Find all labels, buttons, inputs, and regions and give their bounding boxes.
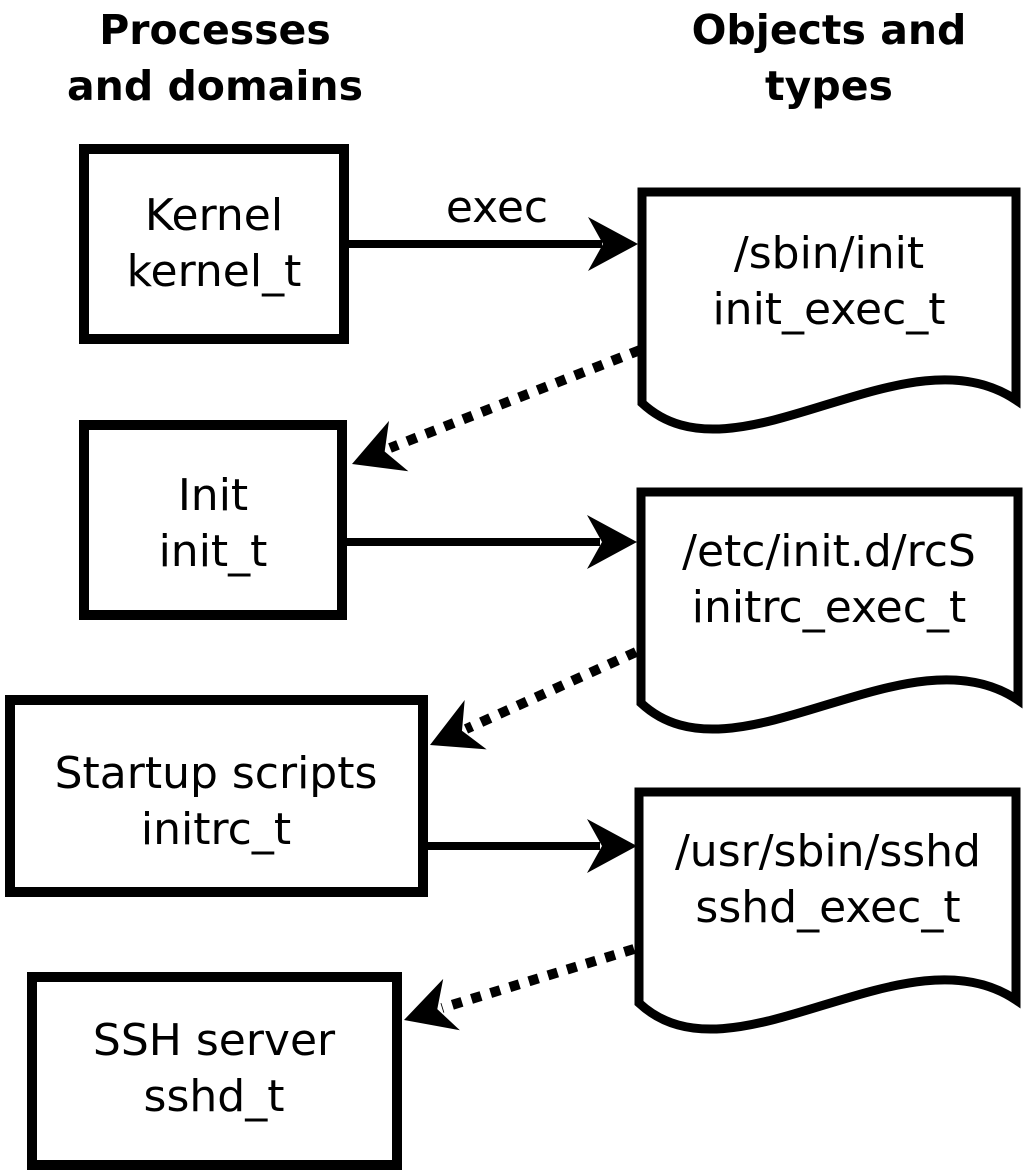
process-box	[5, 695, 428, 897]
process-name: Startup scripts	[55, 748, 378, 799]
object-type: initrc_exec_t	[692, 582, 966, 633]
object-type: init_exec_t	[712, 284, 945, 335]
process-box	[79, 144, 349, 344]
process-node-startup-scripts: Startup scripts initrc_t	[5, 695, 428, 897]
right-column-header-line1: Objects and	[692, 6, 967, 54]
process-domain-type: sshd_t	[144, 1071, 285, 1122]
exec-edge-init-to-rcS	[347, 515, 637, 569]
object-path: /usr/sbin/sshd	[675, 826, 981, 877]
process-node-ssh-server: SSH server sshd_t	[27, 972, 402, 1170]
process-domain-type: initrc_t	[141, 804, 291, 855]
document-shape	[636, 487, 1023, 734]
process-box	[27, 972, 402, 1170]
object-node-usr-sbin-sshd: /usr/sbin/sshd sshd_exec_t	[634, 787, 1021, 1034]
dotted-arrow-line	[440, 944, 636, 1013]
process-domain-type: kernel_t	[127, 246, 302, 297]
right-column-header-line2: types	[765, 62, 893, 110]
process-node-init: Init init_t	[79, 420, 347, 620]
left-column-header-line1: Processes	[99, 6, 331, 54]
process-name: Init	[178, 470, 248, 521]
object-node-etc-initd-rcS: /etc/init.d/rcS initrc_exec_t	[636, 487, 1023, 734]
process-box	[79, 420, 347, 620]
transition-edge-init-exec-to-init	[342, 345, 642, 490]
dotted-arrowhead-icon	[419, 699, 487, 770]
dotted-arrow-line	[463, 647, 639, 734]
dotted-arrow-line	[388, 345, 642, 453]
left-column-header-line2: and domains	[67, 62, 363, 110]
object-path: /sbin/init	[734, 228, 924, 279]
process-node-kernel: Kernel kernel_t	[79, 144, 349, 344]
object-path: /etc/init.d/rcS	[682, 526, 976, 577]
exec-edge-initrc-to-sshd	[428, 819, 637, 873]
dotted-arrowhead-icon	[342, 420, 409, 490]
document-shape	[637, 187, 1021, 434]
exec-edge-kernel-to-sbin-init: exec	[349, 182, 638, 271]
exec-edge-label: exec	[446, 182, 548, 233]
transition-edge-initrc-exec-to-initrc	[419, 647, 639, 770]
object-type: sshd_exec_t	[695, 882, 960, 933]
process-domain-type: init_t	[159, 526, 268, 577]
document-shape	[634, 787, 1021, 1034]
dotted-arrowhead-icon	[395, 978, 460, 1046]
object-node-sbin-init: /sbin/init init_exec_t	[637, 187, 1021, 434]
transition-edge-sshd-exec-to-sshd	[395, 944, 636, 1046]
process-name: SSH server	[93, 1015, 336, 1066]
process-name: Kernel	[145, 190, 283, 241]
column-headers: Processes and domains Objects and types	[67, 6, 966, 110]
